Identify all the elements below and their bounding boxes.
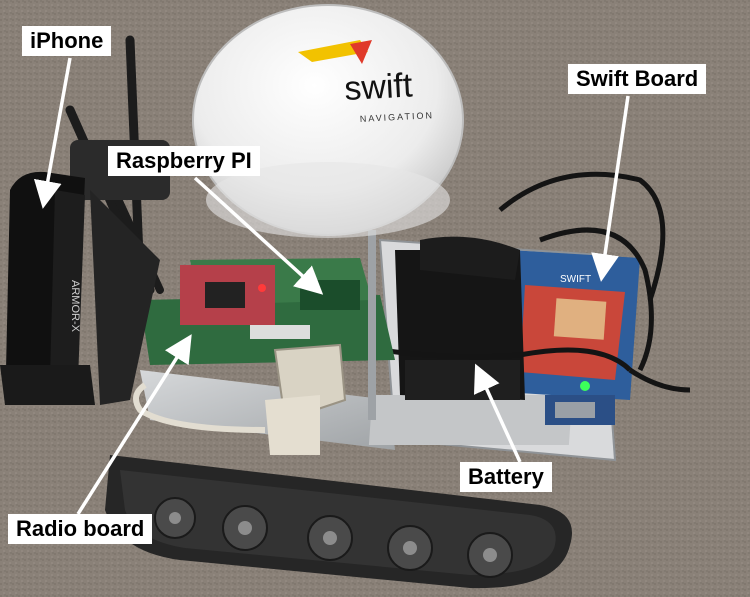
tank-tracks xyxy=(105,395,615,589)
label-raspberry-pi: Raspberry PI xyxy=(108,146,260,176)
swift-board: SWIFT xyxy=(505,250,640,425)
swift-logo-subtitle: NAVIGATION xyxy=(360,110,435,124)
iphone: ARMOR-X xyxy=(0,171,95,405)
status-led xyxy=(580,381,590,391)
label-swift-board: Swift Board xyxy=(568,64,707,94)
label-radio-board: Radio board xyxy=(8,514,153,544)
cables xyxy=(379,171,691,393)
phone-case-text: ARMOR-X xyxy=(69,280,81,333)
battery xyxy=(395,236,525,400)
swift-logo-wordmark: swift xyxy=(343,66,413,108)
label-battery: Battery xyxy=(460,462,552,492)
label-iphone: iPhone xyxy=(22,26,112,56)
swift-logo-mark xyxy=(298,40,368,62)
swift-board-silkscreen: SWIFT xyxy=(560,274,591,285)
